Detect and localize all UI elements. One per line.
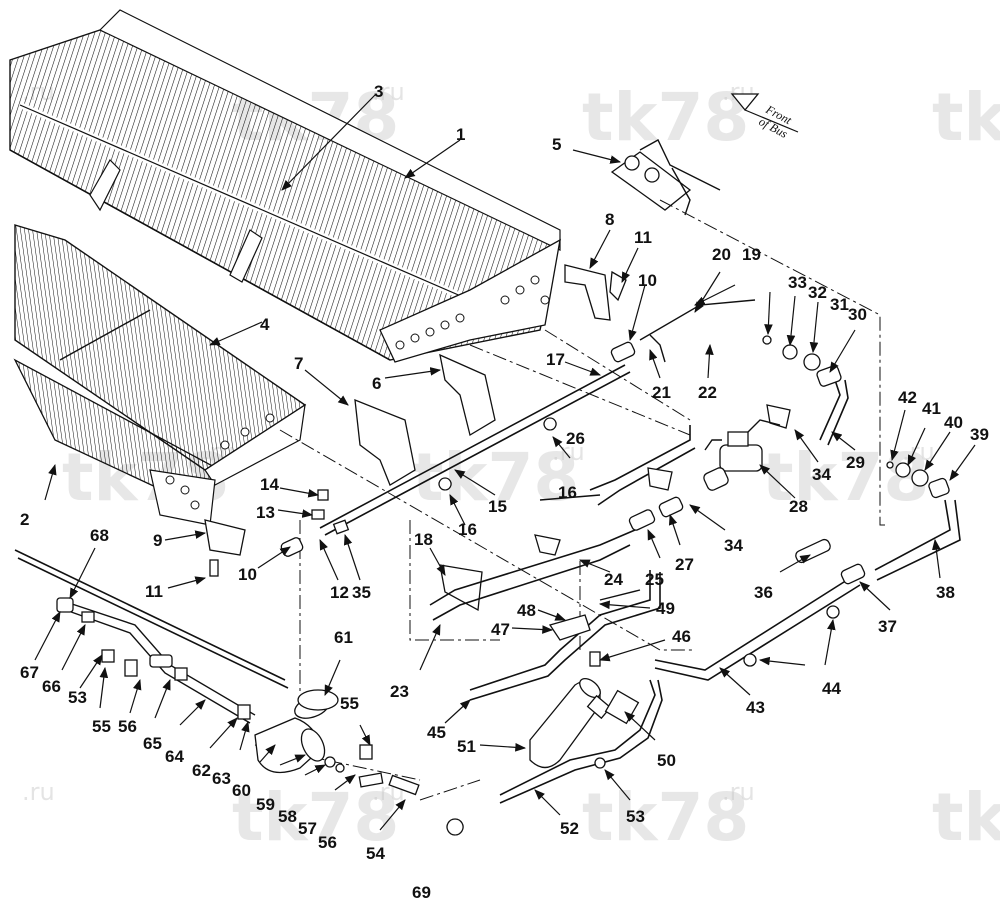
callout-35: 35 — [352, 583, 371, 602]
callout-43: 43 — [746, 698, 765, 717]
callout-7: 7 — [294, 354, 303, 373]
callout-32: 32 — [808, 283, 827, 302]
liquid-line-assembly — [14, 549, 289, 724]
callout-61: 61 — [334, 628, 353, 647]
callout-65: 65 — [143, 734, 162, 753]
callout-23: 23 — [390, 682, 409, 701]
callout-10: 10 — [238, 565, 257, 584]
callout-42: 42 — [898, 388, 917, 407]
fittings — [280, 335, 950, 667]
callout-64: 64 — [165, 747, 184, 766]
callout-11: 11 — [145, 582, 163, 601]
callout-28: 28 — [789, 497, 808, 516]
upper-evaporator-coil — [9, 9, 561, 363]
lower-evaporator-coil — [13, 224, 307, 526]
callout-13: 13 — [256, 503, 275, 522]
watermark-text: tk78 — [412, 439, 579, 516]
callout-37: 37 — [878, 617, 897, 636]
loose-hardware — [297, 270, 666, 836]
callout-11: 11 — [634, 228, 652, 247]
watermark-text: tk78 — [232, 779, 399, 856]
callout-49: 49 — [656, 599, 675, 618]
callout-59: 59 — [256, 795, 275, 814]
watermark-text: tk78 — [582, 779, 749, 856]
callout-55: 55 — [340, 694, 359, 713]
callout-40: 40 — [944, 413, 963, 432]
callout-51: 51 — [457, 737, 476, 756]
watermark-suffix: .ru — [722, 778, 755, 806]
callout-34: 34 — [812, 465, 831, 484]
callout-67: 67 — [20, 663, 39, 682]
callout-20: 20 — [712, 245, 731, 264]
watermark-suffix: .ru — [372, 78, 405, 106]
callout-36: 36 — [754, 583, 773, 602]
callout-6: 6 — [372, 374, 381, 393]
callout-29: 29 — [846, 453, 865, 472]
callout-16: 16 — [458, 520, 477, 539]
callout-30: 30 — [848, 305, 867, 324]
callout-55: 55 — [92, 717, 111, 736]
callout-14: 14 — [260, 475, 279, 494]
callout-39: 39 — [970, 425, 989, 444]
callout-9: 9 — [153, 531, 162, 550]
callout-24: 24 — [604, 570, 623, 589]
callout-labels: 1 2 3 4 5 6 7 8 9 10 10 11 11 12 13 14 1… — [20, 82, 989, 902]
callout-3: 3 — [374, 82, 383, 101]
callout-5: 5 — [552, 135, 561, 154]
callout-31: 31 — [830, 295, 849, 314]
callout-66: 66 — [42, 677, 61, 696]
callout-56: 56 — [318, 833, 337, 852]
callout-62: 62 — [192, 761, 211, 780]
callout-33: 33 — [788, 273, 807, 292]
watermark-text: tk78 — [932, 79, 1000, 156]
callout-57: 57 — [298, 819, 317, 838]
callout-25: 25 — [645, 570, 664, 589]
callout-17: 17 — [546, 350, 565, 369]
watermark-text: tk78 — [762, 439, 929, 516]
callout-46: 46 — [672, 627, 691, 646]
callout-53: 53 — [68, 688, 87, 707]
callout-26: 26 — [566, 429, 585, 448]
callout-58: 58 — [278, 807, 297, 826]
callout-16: 16 — [558, 483, 577, 502]
callout-68: 68 — [90, 526, 109, 545]
callout-54: 54 — [366, 844, 385, 863]
callout-47: 47 — [491, 620, 510, 639]
callout-1: 1 — [456, 125, 465, 144]
callout-21: 21 — [652, 383, 671, 402]
callout-22: 22 — [698, 383, 717, 402]
callout-63: 63 — [212, 769, 231, 788]
callout-18: 18 — [414, 530, 433, 549]
watermark-text: tk78 — [582, 79, 749, 156]
callout-12: 12 — [330, 583, 349, 602]
receiver-drier — [529, 677, 640, 769]
callout-41: 41 — [922, 399, 941, 418]
callout-69: 69 — [412, 883, 431, 902]
watermark-suffix: .ru — [22, 778, 55, 806]
callout-8: 8 — [605, 210, 614, 229]
callout-48: 48 — [517, 601, 536, 620]
callout-56: 56 — [118, 717, 137, 736]
callout-4: 4 — [260, 315, 270, 334]
callout-10: 10 — [638, 271, 657, 290]
leader-lines — [34, 94, 976, 831]
callout-38: 38 — [936, 583, 955, 602]
callout-44: 44 — [822, 679, 841, 698]
callout-52: 52 — [560, 819, 579, 838]
refrigerant-lines — [319, 299, 961, 804]
expansion-valve — [703, 419, 781, 491]
callout-34: 34 — [724, 536, 743, 555]
callout-15: 15 — [488, 497, 507, 516]
callout-2: 2 — [20, 510, 29, 529]
callout-53: 53 — [626, 807, 645, 826]
callout-50: 50 — [657, 751, 676, 770]
pressure-switch-assembly — [610, 139, 721, 216]
callout-45: 45 — [427, 723, 446, 742]
callout-19: 19 — [742, 245, 761, 264]
callout-27: 27 — [675, 555, 694, 574]
callout-60: 60 — [232, 781, 251, 800]
watermark-text: tk78 — [932, 779, 1000, 856]
